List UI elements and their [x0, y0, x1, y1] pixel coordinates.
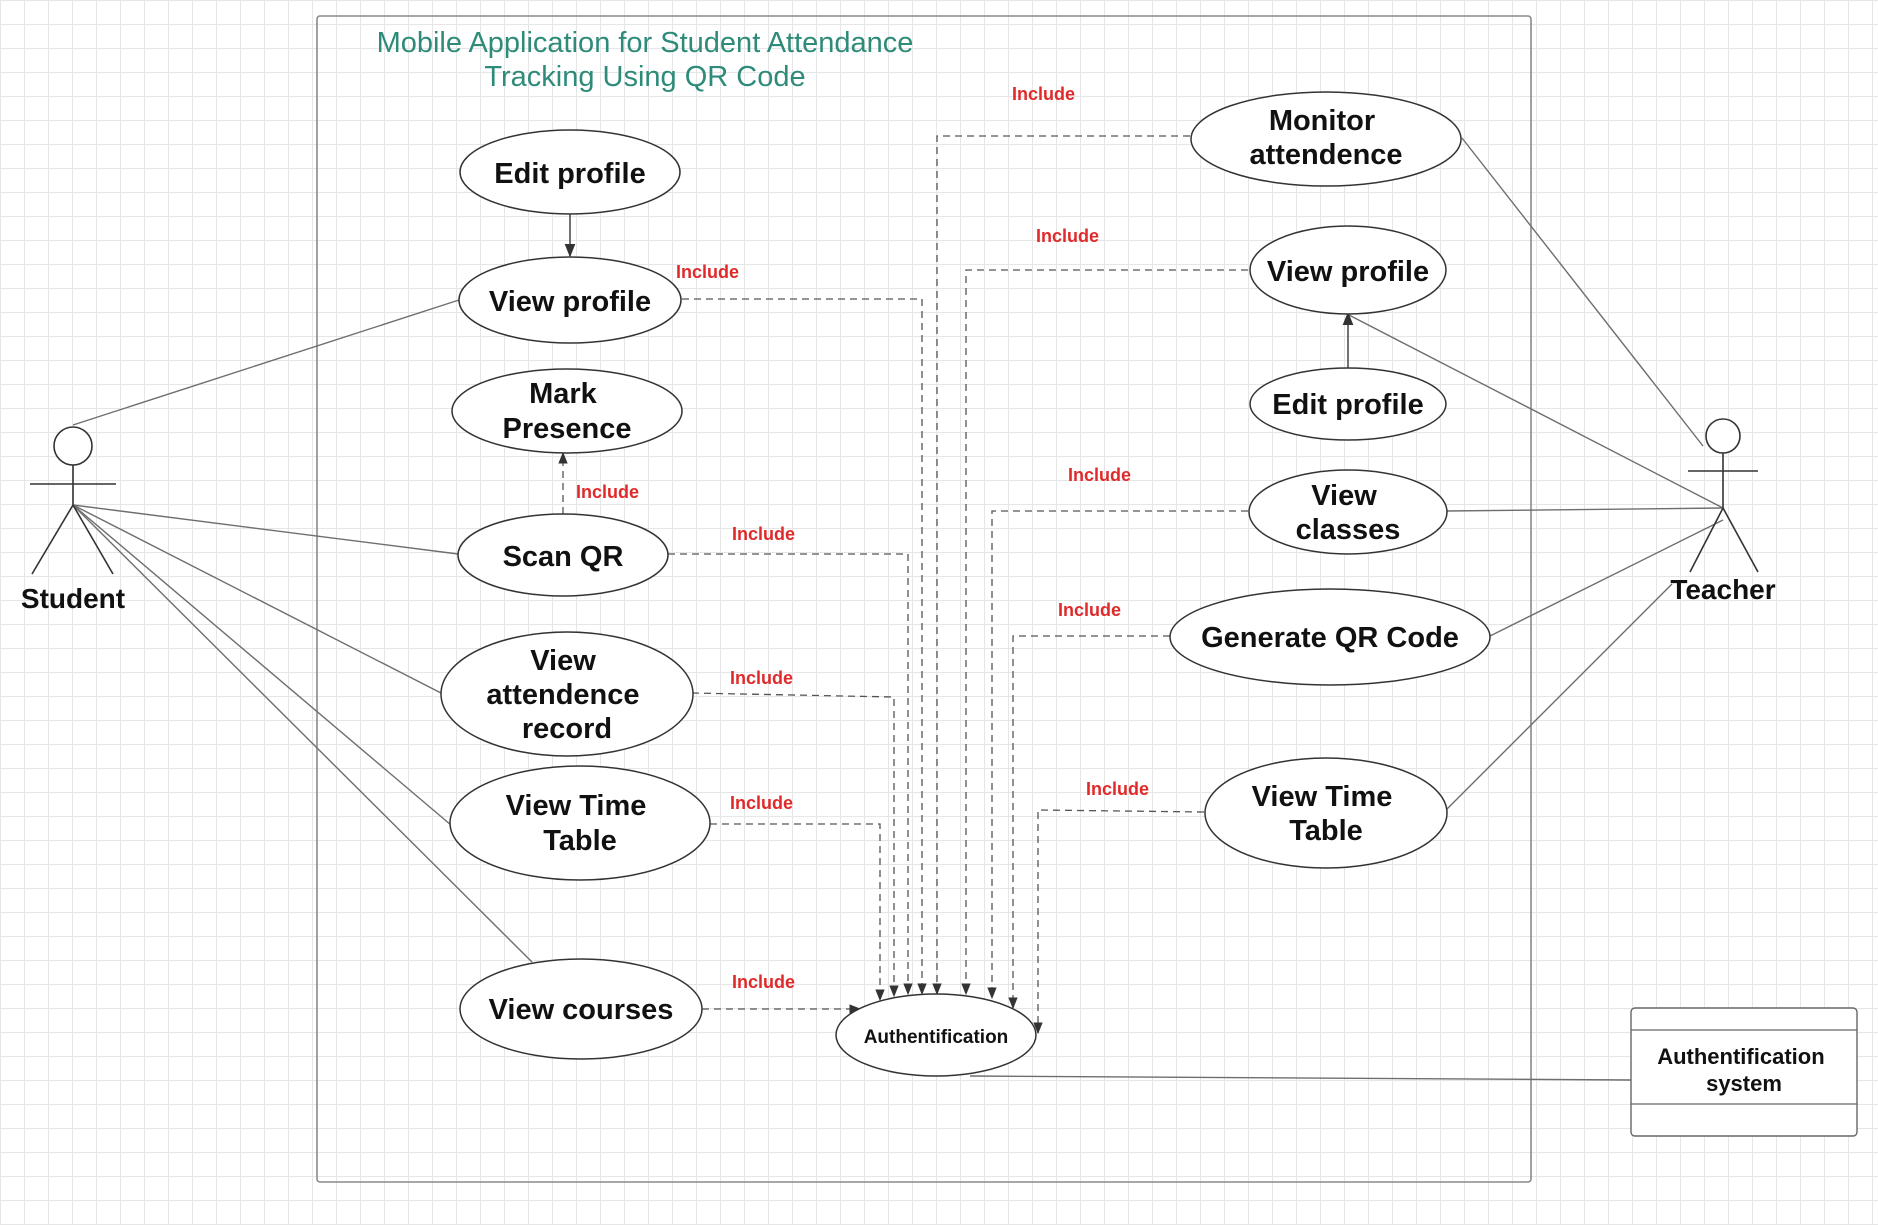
include-monitor-attendence: [932, 135, 1190, 996]
include-label: Include: [1086, 779, 1149, 799]
include-label: Include: [1036, 226, 1099, 246]
use-case-authentification[interactable]: Authentification: [835, 993, 1037, 1077]
actor-head: [53, 426, 93, 466]
include-label: Include: [1068, 465, 1131, 485]
include-label: Include: [1058, 600, 1121, 620]
system-boundary: [316, 15, 1532, 1183]
use-case-generate-qr-code[interactable]: Generate QR Code: [1169, 588, 1491, 686]
include-view-classes: [987, 510, 1248, 1000]
actor-head: [1705, 418, 1741, 454]
include-student-view-time-table: [710, 823, 885, 1002]
external-system-authentification[interactable]: Authentification system: [1630, 1007, 1858, 1137]
assoc-student-scan-qr: [72, 504, 459, 555]
include-teacher-view-profile: [961, 269, 1248, 996]
actor-left-leg: [31, 504, 74, 575]
use-case-label: Generate QR Code: [1201, 622, 1459, 654]
use-case-mark-presence[interactable]: Mark Presence: [451, 368, 683, 454]
use-case-label: View profile: [489, 286, 651, 318]
use-case-label: View courses: [489, 994, 674, 1026]
use-case-view-attendence-record[interactable]: View attendence record: [440, 631, 694, 757]
include-scan-qr: [668, 553, 913, 996]
use-case-view-time-table[interactable]: View Time Table: [449, 765, 711, 881]
actor-teacher[interactable]: Teacher: [1670, 418, 1776, 605]
use-case-view-profile[interactable]: View profile: [458, 256, 682, 344]
include-label: Include: [730, 793, 793, 813]
use-case-label: View classes: [1296, 480, 1401, 546]
use-case-label: Authentification: [864, 1027, 1009, 1048]
include-relationships: [558, 135, 1248, 1035]
assoc-teacher-monitor-attendence: [1461, 137, 1704, 447]
actor-left-leg: [1689, 507, 1724, 573]
assoc-teacher-view-classes: [1445, 507, 1724, 512]
actor-student[interactable]: Student: [21, 426, 125, 614]
use-case-view-classes[interactable]: View classes: [1248, 469, 1448, 555]
include-student-view-profile: [682, 298, 927, 996]
use-case-label: View Time Table: [506, 790, 655, 857]
include-label: Include: [1012, 84, 1075, 104]
use-case-label: View Time Table: [1252, 781, 1401, 847]
use-case-monitor-attendence[interactable]: Monitor attendence: [1190, 91, 1462, 187]
use-case-label: View profile: [1267, 256, 1429, 288]
include-labels: Include Include Include Include Include …: [576, 84, 1149, 992]
assoc-teacher-generate-qr-code: [1485, 519, 1724, 639]
use-case-teacher-view-time-table[interactable]: View Time Table: [1204, 757, 1448, 869]
actor-label-student: Student: [21, 583, 125, 614]
include-generate-qr-code: [1008, 635, 1170, 1010]
include-label: Include: [732, 524, 795, 544]
assoc-teacher-view-time-table: [1445, 583, 1673, 811]
teacher-associations: [1346, 137, 1724, 811]
use-case-scan-qr[interactable]: Scan QR: [457, 513, 669, 597]
assoc-auth-system: [969, 1075, 1632, 1081]
use-case-label: Edit profile: [1272, 389, 1423, 421]
assoc-teacher-view-profile: [1346, 313, 1724, 509]
student-associations: [72, 299, 533, 963]
include-label: Include: [676, 262, 739, 282]
use-case-label: Monitor attendence: [1249, 105, 1402, 171]
include-label: Include: [730, 668, 793, 688]
use-case-label: Edit profile: [494, 158, 645, 190]
include-teacher-view-time-table: [1033, 809, 1205, 1035]
assoc-student-view-time-table: [72, 504, 452, 826]
assoc-student-view-profile: [72, 299, 460, 426]
use-case-view-courses[interactable]: View courses: [459, 958, 703, 1060]
include-label: Include: [732, 972, 795, 992]
diagram-title-line-1: Mobile Application for Student Attendanc…: [377, 27, 914, 59]
system-label: Authentification system: [1657, 1044, 1831, 1096]
use-case-label: Mark Presence: [503, 378, 632, 445]
use-case-label: View attendence record: [486, 645, 647, 745]
use-case-edit-profile[interactable]: Edit profile: [459, 129, 681, 215]
assoc-student-view-attendence-record: [72, 504, 442, 694]
actor-label-teacher: Teacher: [1670, 574, 1775, 605]
use-case-teacher-edit-profile[interactable]: Edit profile: [1249, 367, 1447, 441]
include-view-attendence-record: [691, 692, 899, 998]
actor-right-leg: [72, 504, 114, 575]
diagram-title-line-2: Tracking Using QR Code: [484, 61, 805, 93]
include-label: Include: [576, 482, 639, 502]
use-case-teacher-view-profile[interactable]: View profile: [1249, 225, 1447, 315]
actor-right-leg: [1722, 507, 1759, 573]
use-case-label: Scan QR: [503, 541, 624, 573]
teacher-use-cases: Monitor attendence View profile Edit pro…: [1169, 91, 1491, 869]
student-use-cases: Edit profile View profile Mark Presence …: [440, 129, 711, 1060]
assoc-student-view-courses: [72, 504, 533, 963]
